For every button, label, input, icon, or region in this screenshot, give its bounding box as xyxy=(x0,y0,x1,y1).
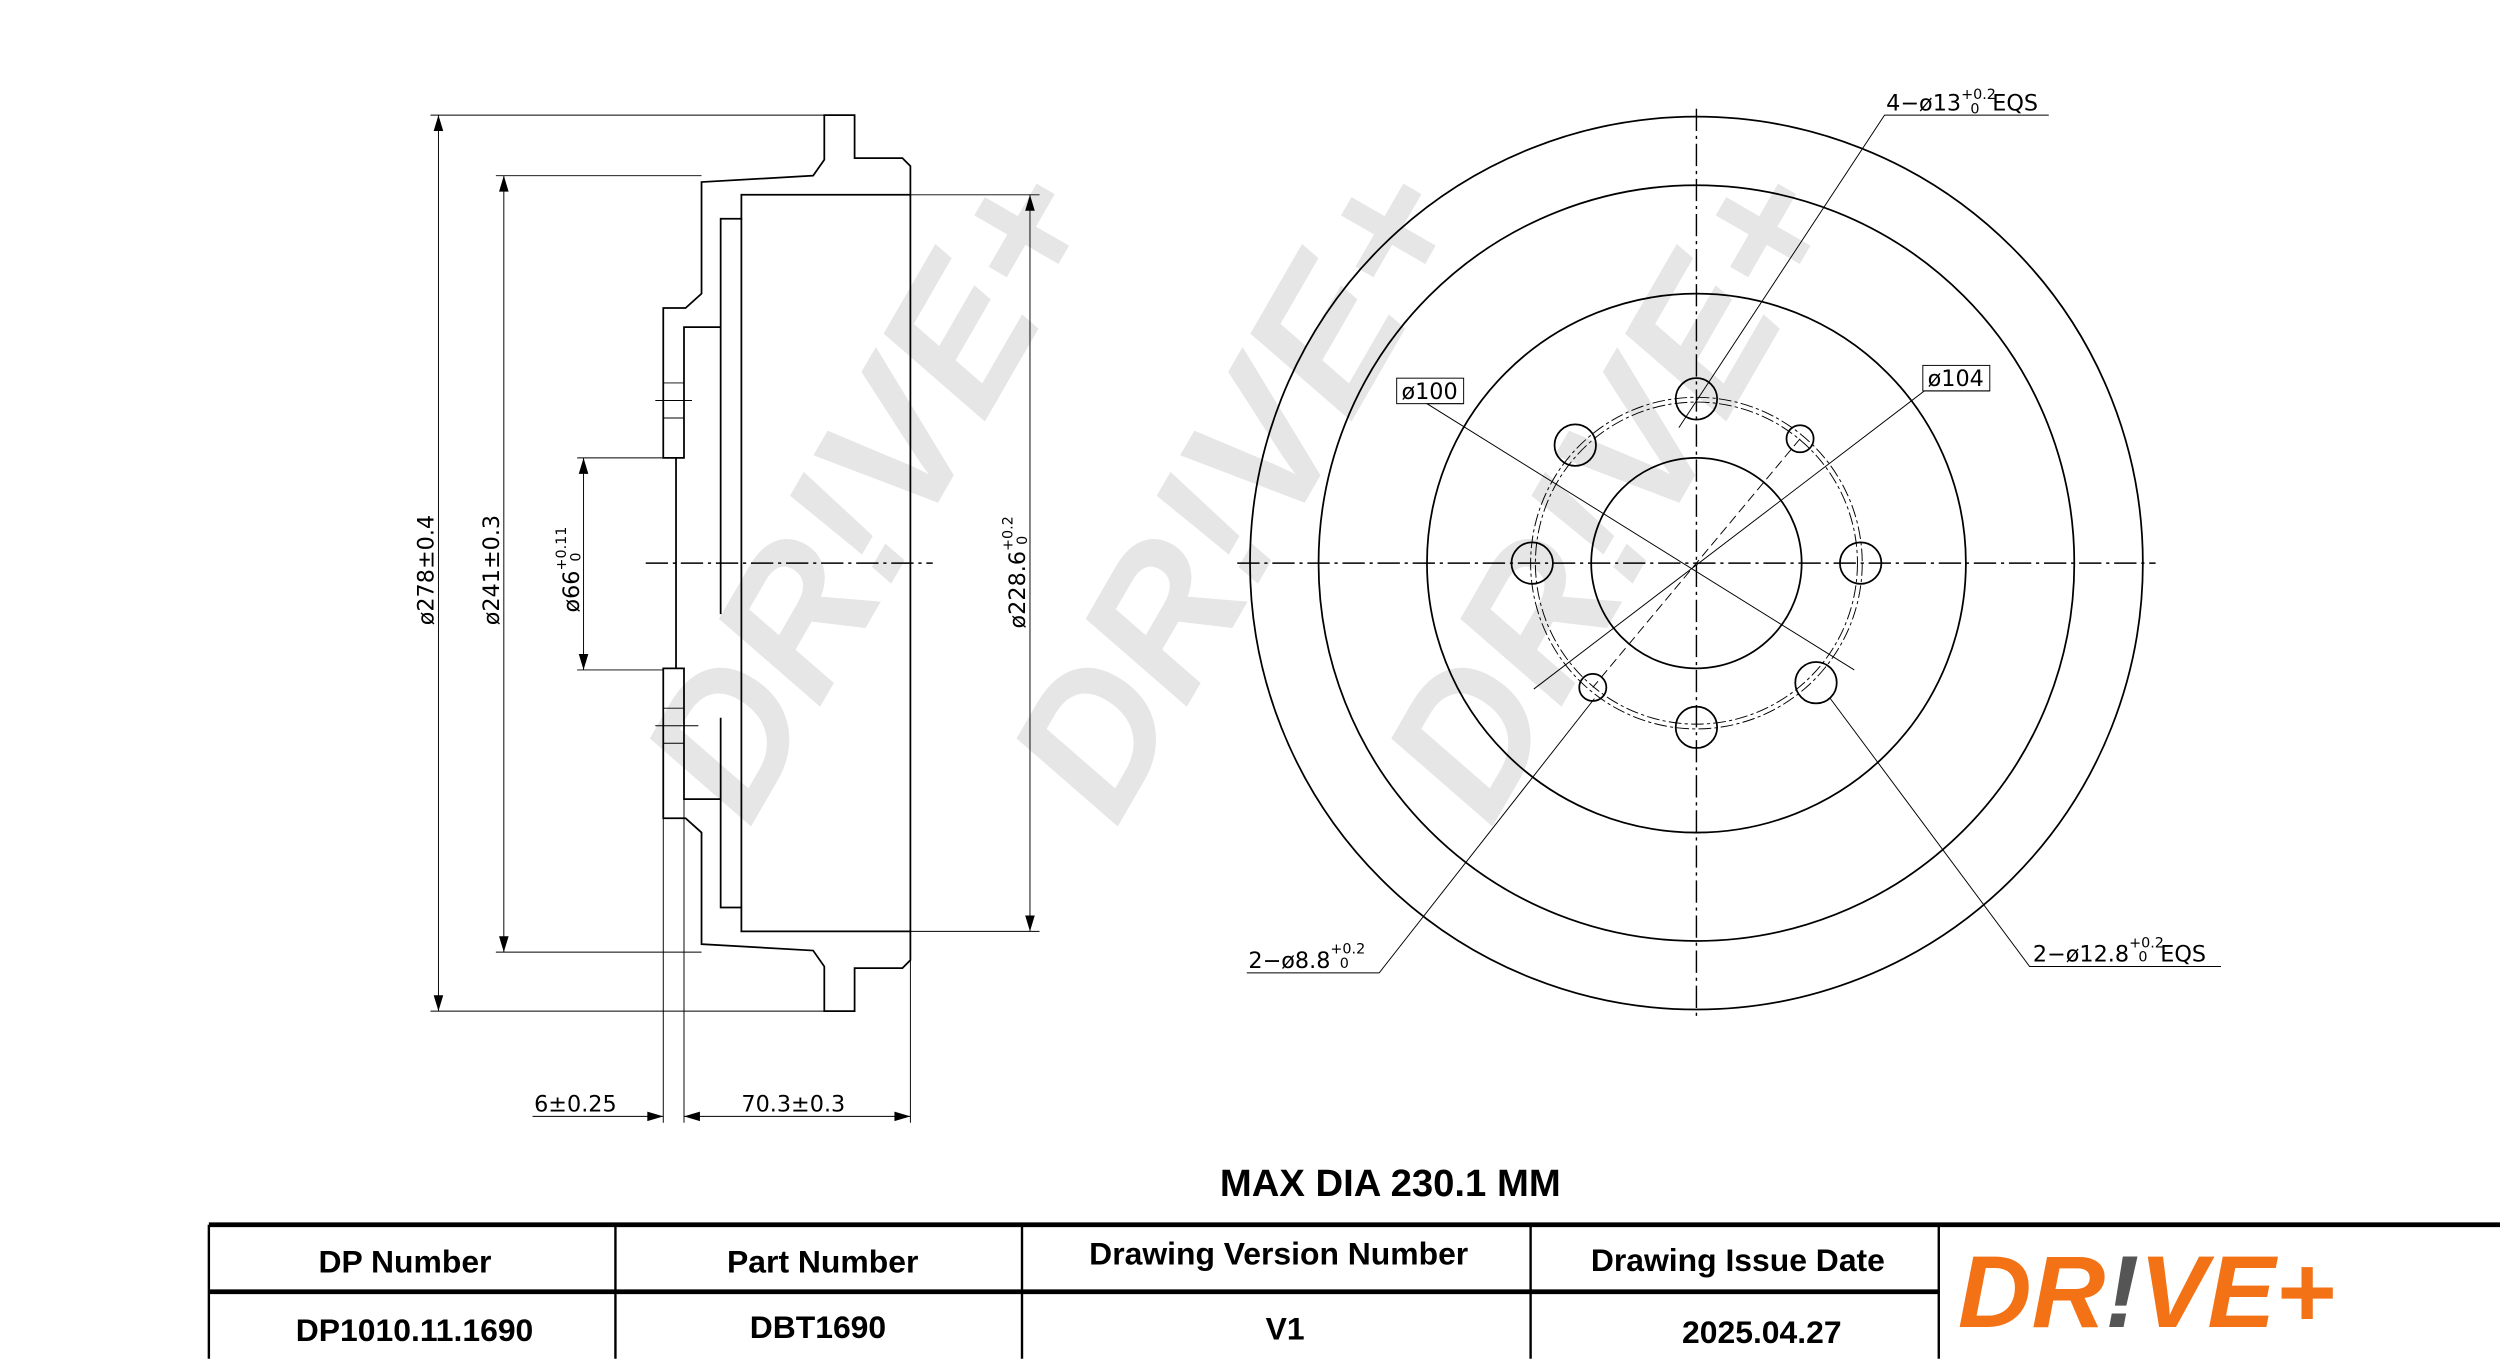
dimension-lines xyxy=(430,114,1040,1123)
drum-section-view: ø278±0.4 ø241±0.3 ø66+0.110 ø228.6+0.20 … xyxy=(414,114,1040,1123)
label-pcd-100: ø100 xyxy=(1401,379,1457,405)
dim-thickness-6: 6±0.25 xyxy=(534,1092,617,1118)
section-top xyxy=(662,114,912,459)
dim-diameter-228: ø228.6+0.20 xyxy=(1000,516,1031,628)
section-bottom xyxy=(662,667,912,1013)
value-dp-number: DP1010.11.1690 xyxy=(296,1312,534,1348)
dim-depth-70: 70.3±0.3 xyxy=(741,1092,845,1118)
header-issue-date: Drawing Issue Date xyxy=(1591,1242,1885,1278)
watermark: DR!VE+ DR!VE+ DR!VE+ xyxy=(600,131,1880,850)
header-part-number: Part Number xyxy=(727,1244,918,1280)
dim-diameter-241: ø241±0.3 xyxy=(479,515,505,625)
value-issue-date: 2025.04.27 xyxy=(1682,1314,1842,1350)
dim-diameter-278: ø278±0.4 xyxy=(414,515,440,625)
drive-logo: DR!VE+ xyxy=(1958,1235,2335,1349)
label-pcd-104: ø104 xyxy=(1928,366,1984,392)
header-drawing-version: Drawing Version Number xyxy=(1089,1236,1468,1272)
max-diameter-note: MAX DIA 230.1 MM xyxy=(1220,1162,1561,1205)
title-block: DP Number Part Number Drawing Version Nu… xyxy=(207,1222,2500,1359)
value-drawing-version: V1 xyxy=(1266,1311,1305,1347)
value-part-number: DBT1690 xyxy=(750,1309,886,1345)
dim-diameter-66: ø66+0.110 xyxy=(554,527,585,613)
header-dp-number: DP Number xyxy=(318,1244,491,1280)
